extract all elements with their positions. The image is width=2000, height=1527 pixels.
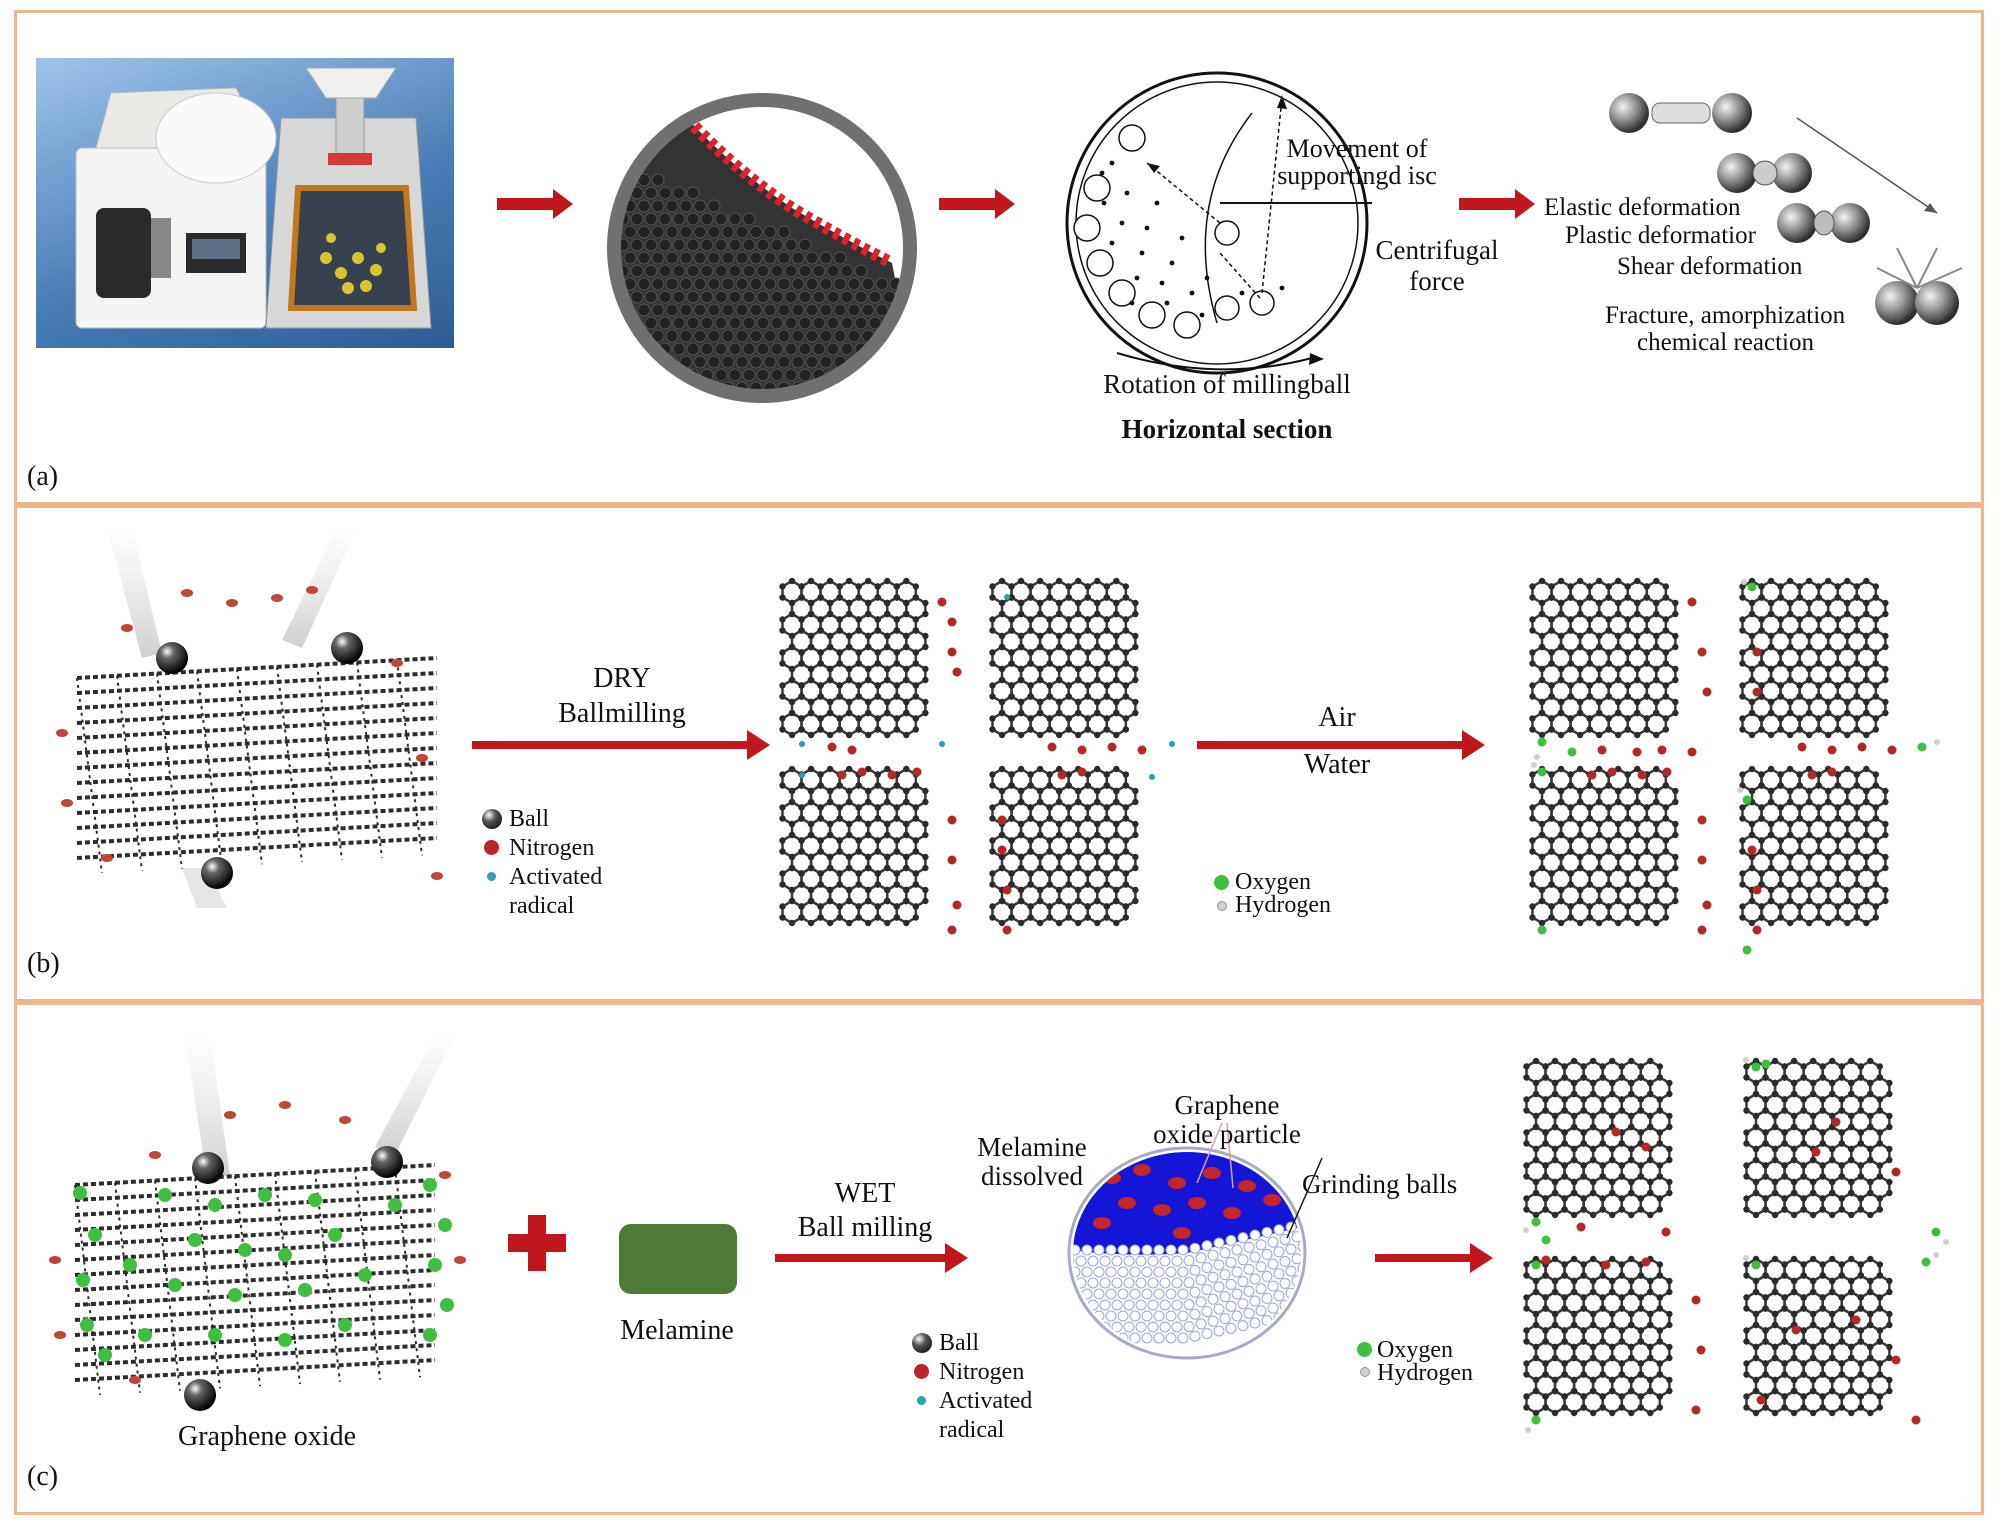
wet-label: WET	[834, 1178, 896, 1209]
horizontal-section-title: Horizontal section	[1121, 414, 1333, 444]
ball-legend-label: Ball	[939, 1330, 979, 1356]
ball-legend-label: Ball	[509, 806, 549, 832]
wet-ballmilling-arrow	[775, 1243, 968, 1273]
melamine-dissolved-label: Melamine dissolved	[977, 1132, 1087, 1192]
panel-c: Graphene oxide Melamine WET Ball milling…	[14, 1002, 1984, 1515]
air-label: Air	[1318, 702, 1356, 733]
functionalized-graphene-sheets	[1529, 577, 1940, 955]
grinding-balls-label: Grinding balls	[1302, 1169, 1458, 1199]
nitrogen-legend-icon	[484, 840, 499, 855]
fracture-label: Fracture, amorphization	[1605, 302, 1846, 329]
rotation-label: Rotation of millingball	[1103, 369, 1351, 399]
activated-legend-label: Activated	[509, 864, 603, 890]
hydrogen-legend-icon	[1360, 1367, 1370, 1377]
elastic-deformation-label: Elastic deformation	[1544, 194, 1741, 221]
radical-legend-label: radical	[939, 1417, 1005, 1443]
graphite-lattice-drawing	[56, 528, 443, 908]
panel-a: Movement of supportingd isc Centrifugal …	[14, 10, 1984, 505]
graphene-oxide-lattice-drawing	[49, 1035, 466, 1411]
radical-legend-icon	[487, 872, 496, 881]
ballmilling-label: Ballmilling	[558, 698, 686, 729]
hydrogen-legend-label: Hydrogen	[1377, 1360, 1473, 1386]
arrow-icon	[497, 189, 573, 219]
ball-mill-machine-image	[36, 58, 454, 348]
dry-label: DRY	[593, 663, 651, 694]
panel-label: (c)	[27, 1461, 59, 1492]
air-water-arrow	[1197, 730, 1485, 760]
nitrogen-legend-label: Nitrogen	[509, 835, 595, 861]
deformation-balls-drawing	[1609, 93, 1963, 325]
arrow-icon	[1375, 1243, 1493, 1273]
graphene-oxide-label: Graphene oxide	[177, 1421, 357, 1452]
ball-mill-drawing	[75, 67, 432, 329]
radical-legend-label: radical	[509, 893, 575, 919]
plus-icon	[508, 1215, 566, 1271]
movement-label: Movement of supportingd isc	[1277, 134, 1437, 191]
nitrogen-doped-graphene-sheets	[779, 577, 1175, 935]
activated-legend-label: Activated	[939, 1388, 1033, 1414]
shear-deformation-label: Shear deformation	[1617, 253, 1803, 280]
graphene-oxide-particle-label: Graphene oxide particle	[1153, 1090, 1301, 1150]
wet-milling-jar-drawing	[1067, 1122, 1323, 1360]
chemical-reaction-label: chemical reaction	[1637, 329, 1814, 356]
water-label: Water	[1303, 749, 1371, 780]
oxygen-legend-label: Oxygen	[1235, 869, 1311, 895]
panel-label: (a)	[27, 461, 59, 492]
panel-b: DRY Ballmilling Ball Nitrogen Activated …	[14, 505, 1984, 1002]
ball-legend-icon	[912, 1333, 932, 1353]
ball-milling-label: Ball milling	[797, 1212, 933, 1243]
nitrogen-legend-icon	[914, 1364, 929, 1379]
melamine-block	[619, 1224, 737, 1294]
radical-legend-icon	[917, 1396, 926, 1405]
milling-vial-drawing	[607, 93, 917, 403]
oxygen-legend-label: Oxygen	[1377, 1337, 1453, 1363]
centrifugal-force-label: Centrifugal force	[1375, 235, 1499, 297]
dry-ballmilling-arrow	[472, 730, 770, 760]
hydrogen-legend-label: Hydrogen	[1235, 892, 1331, 918]
arrow-icon	[1459, 189, 1535, 219]
plastic-deformation-label: Plastic deformatior	[1565, 222, 1756, 249]
panel-label: (b)	[27, 948, 60, 979]
ball-legend-icon	[482, 809, 502, 829]
melamine-label: Melamine	[620, 1315, 734, 1346]
horizontal-section-drawing	[1065, 71, 1372, 375]
arrow-icon	[939, 189, 1015, 219]
nitrogen-legend-label: Nitrogen	[939, 1359, 1025, 1385]
melamine-doped-graphene-sheets	[1523, 1057, 1949, 1433]
oxygen-legend-icon	[1357, 1342, 1372, 1357]
oxygen-legend-icon	[1214, 875, 1229, 890]
hydrogen-legend-icon	[1217, 901, 1227, 911]
